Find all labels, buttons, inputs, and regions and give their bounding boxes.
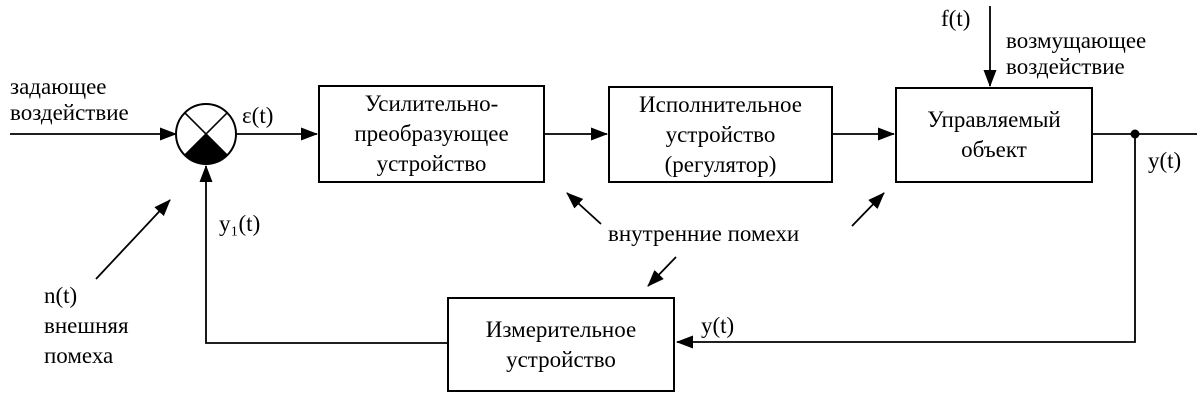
output-signal-label: y(t) xyxy=(1148,148,1182,173)
feedback-signal-label: y₁(t) xyxy=(219,211,261,236)
block-amplifier: Усилительно- преобразующее устройство xyxy=(318,85,545,183)
summing-junction-filled-quadrant xyxy=(184,134,228,164)
disturbance-symbol-label: f(t) xyxy=(941,6,971,31)
summing-junction xyxy=(175,103,237,165)
internal-noise-label: внутренние помехи xyxy=(608,221,800,246)
external-noise-arrow xyxy=(95,199,171,280)
internal-noise-arrow-left xyxy=(566,192,602,225)
block-actuator: Исполнительное устройство (регулятор) xyxy=(608,86,833,183)
external-noise-label: n(t) внешняя помеха xyxy=(44,283,129,368)
disturbance-label: возмущающее воздействие xyxy=(1006,28,1147,79)
block-sensor: Измерительное устройство xyxy=(447,297,675,392)
feedback-line-right xyxy=(676,134,1136,349)
measured-signal-label: y(t) xyxy=(701,313,735,338)
internal-noise-arrow-right xyxy=(851,192,885,227)
feedback-line-left xyxy=(199,165,447,344)
error-signal-label: ε(t) xyxy=(242,103,274,128)
internal-noise-arrow-down xyxy=(647,256,677,287)
block-plant: Управляемый объект xyxy=(895,87,1093,183)
reference-action-label: задающее воздействие xyxy=(10,74,129,125)
